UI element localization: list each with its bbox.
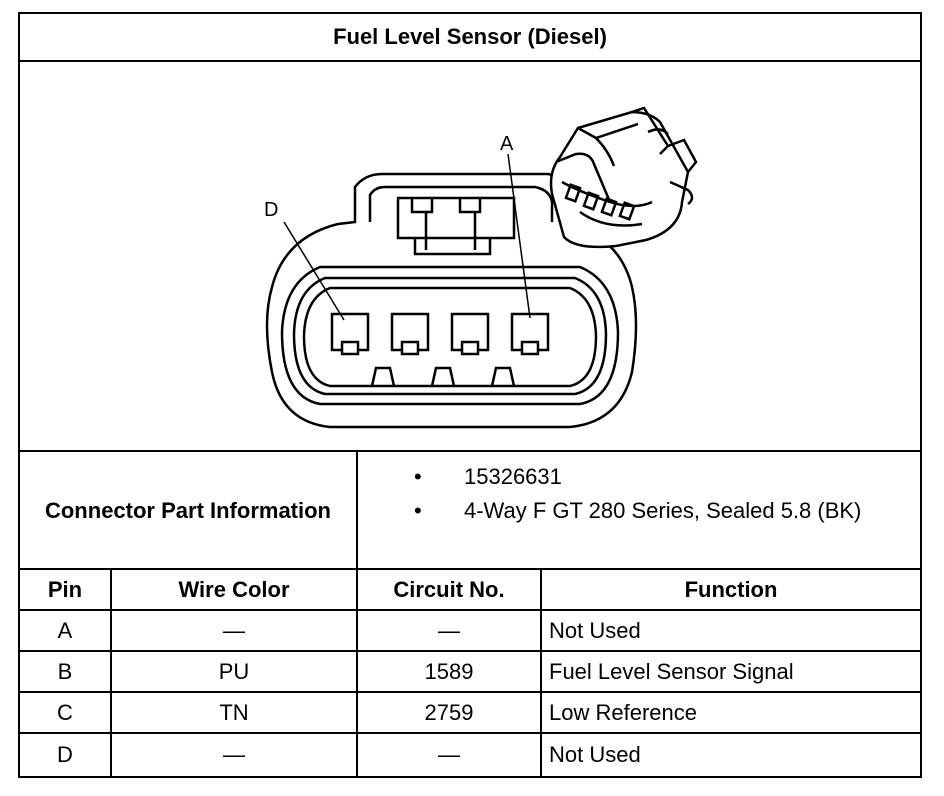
cell-circuit-no: 2759	[424, 699, 474, 725]
cavity-d	[330, 312, 370, 356]
cell-function: Fuel Level Sensor Signal	[549, 658, 794, 684]
divider	[20, 609, 920, 611]
cell-wire-color: —	[223, 617, 245, 643]
cell-wire-color: —	[223, 742, 245, 767]
connector-part-info-label: Connector Part Information	[44, 498, 331, 523]
terminal-cavities	[330, 312, 550, 356]
cell-pin: B	[57, 658, 73, 684]
part-info-item: • 15326631	[358, 462, 918, 492]
divider	[20, 732, 920, 734]
cell-function: Low Reference	[549, 699, 697, 725]
divider	[20, 568, 920, 570]
header-function: Function	[684, 576, 778, 602]
divider	[20, 691, 920, 693]
cell-pin: D	[57, 742, 73, 767]
cell-wire-color: PU	[218, 658, 250, 684]
cell-circuit-no: —	[438, 742, 460, 767]
cell-circuit-no: 1589	[424, 658, 474, 684]
sheet-title: Fuel Level Sensor (Diesel)	[333, 24, 607, 49]
cavity-a	[510, 312, 550, 356]
header-wire-color: Wire Color	[178, 576, 290, 602]
cell-wire-color: TN	[219, 699, 249, 725]
cell-pin: A	[57, 617, 73, 643]
cell-circuit-no: —	[438, 617, 460, 643]
connector-face	[265, 172, 638, 429]
cell-pin: C	[57, 699, 73, 725]
leader-lines	[283, 153, 531, 321]
cavity-b	[450, 312, 490, 356]
pinout-sheet: Fuel Level Sensor (Diesel)	[18, 12, 922, 778]
header-pin: Pin	[47, 576, 83, 602]
bullet-icon: •	[414, 498, 422, 523]
cell-function: Not Used	[549, 617, 641, 643]
header-circuit-no: Circuit No.	[393, 576, 505, 602]
connector-diagram: A D	[264, 106, 698, 429]
cell-function: Not Used	[549, 742, 641, 767]
connector-description: 4-Way F GT 280 Series, Sealed 5.8 (BK)	[464, 498, 862, 523]
connector-part-info-list: • 15326631 • 4-Way F GT 280 Series, Seal…	[358, 454, 920, 568]
divider	[20, 60, 920, 62]
pin-label-a: A	[500, 133, 514, 155]
divider	[110, 570, 112, 776]
divider	[356, 452, 358, 568]
divider	[356, 570, 358, 776]
divider	[20, 650, 920, 652]
divider	[540, 570, 542, 776]
cavity-c	[390, 312, 430, 356]
bullet-icon: •	[414, 464, 422, 489]
connector-3d-view	[549, 106, 698, 249]
part-number: 15326631	[464, 464, 562, 489]
pin-label-d: D	[264, 199, 278, 221]
part-info-item: • 4-Way F GT 280 Series, Sealed 5.8 (BK)	[358, 496, 918, 526]
divider	[20, 450, 920, 452]
